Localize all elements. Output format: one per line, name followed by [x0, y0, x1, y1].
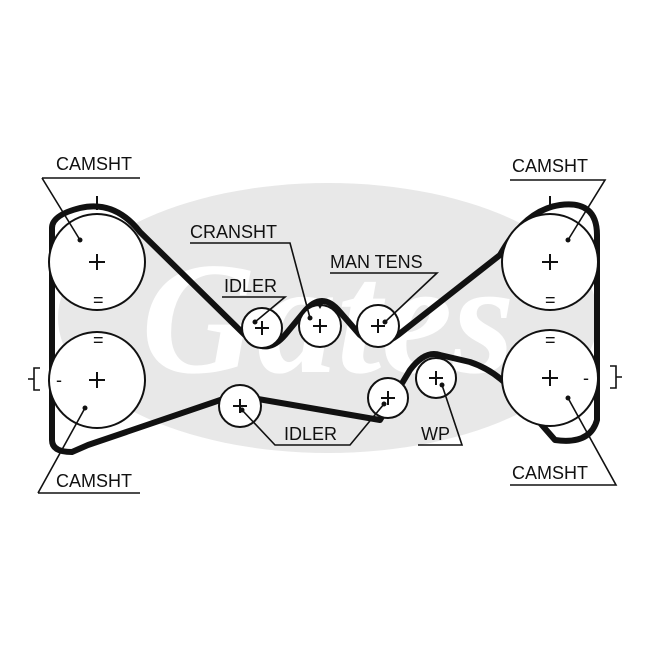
camshaft-top-right	[501, 213, 599, 311]
water-pump	[415, 357, 457, 399]
idler-bottom-right	[367, 377, 409, 419]
timing-marks: = = = = - -	[28, 196, 622, 391]
label-wp: WP	[421, 424, 450, 444]
equal-mark-right-top: =	[545, 290, 556, 310]
leader-lines	[37, 177, 618, 494]
right-side-bracket	[610, 365, 622, 389]
leader-man-tens	[330, 272, 440, 323]
crank-timing-arrow	[316, 302, 324, 309]
camshaft-bottom-right	[501, 329, 599, 427]
idler-bottom-left	[218, 384, 262, 428]
leader-camsht-bottom-left	[37, 407, 140, 494]
label-camsht-bottom-left: CAMSHT	[56, 471, 132, 491]
left-side-bracket	[28, 367, 40, 391]
manual-tensioner	[356, 304, 400, 348]
label-camsht-top-right: CAMSHT	[512, 156, 588, 176]
label-man-tens: MAN TENS	[330, 252, 423, 272]
label-idler-top: IDLER	[224, 276, 277, 296]
leader-camsht-bottom-right	[510, 397, 618, 486]
labels: CAMSHT CAMSHT CRANSHT IDLER MAN TENS CAM…	[56, 154, 588, 491]
leader-idler-bottom	[241, 403, 385, 446]
label-camsht-bottom-right: CAMSHT	[512, 463, 588, 483]
camshaft-bottom-left	[48, 331, 146, 429]
label-camsht-top-left: CAMSHT	[56, 154, 132, 174]
leader-camsht-top-right	[510, 179, 607, 241]
equal-mark-left-top: =	[93, 290, 104, 310]
leader-cransht	[190, 242, 311, 319]
label-idler-bottom: IDLER	[284, 424, 337, 444]
leader-camsht-top-left	[41, 177, 140, 241]
minus-mark-left: -	[56, 370, 62, 390]
timing-belt	[49, 201, 600, 455]
minus-mark-right: -	[583, 368, 589, 388]
camshaft-top-left	[48, 213, 146, 311]
leader-wp	[418, 384, 464, 446]
leader-idler-top	[222, 296, 288, 323]
label-cransht: CRANSHT	[190, 222, 277, 242]
equal-mark-left-bottom: =	[93, 330, 104, 350]
idler-top	[241, 307, 283, 349]
equal-mark-right-bottom: =	[545, 330, 556, 350]
